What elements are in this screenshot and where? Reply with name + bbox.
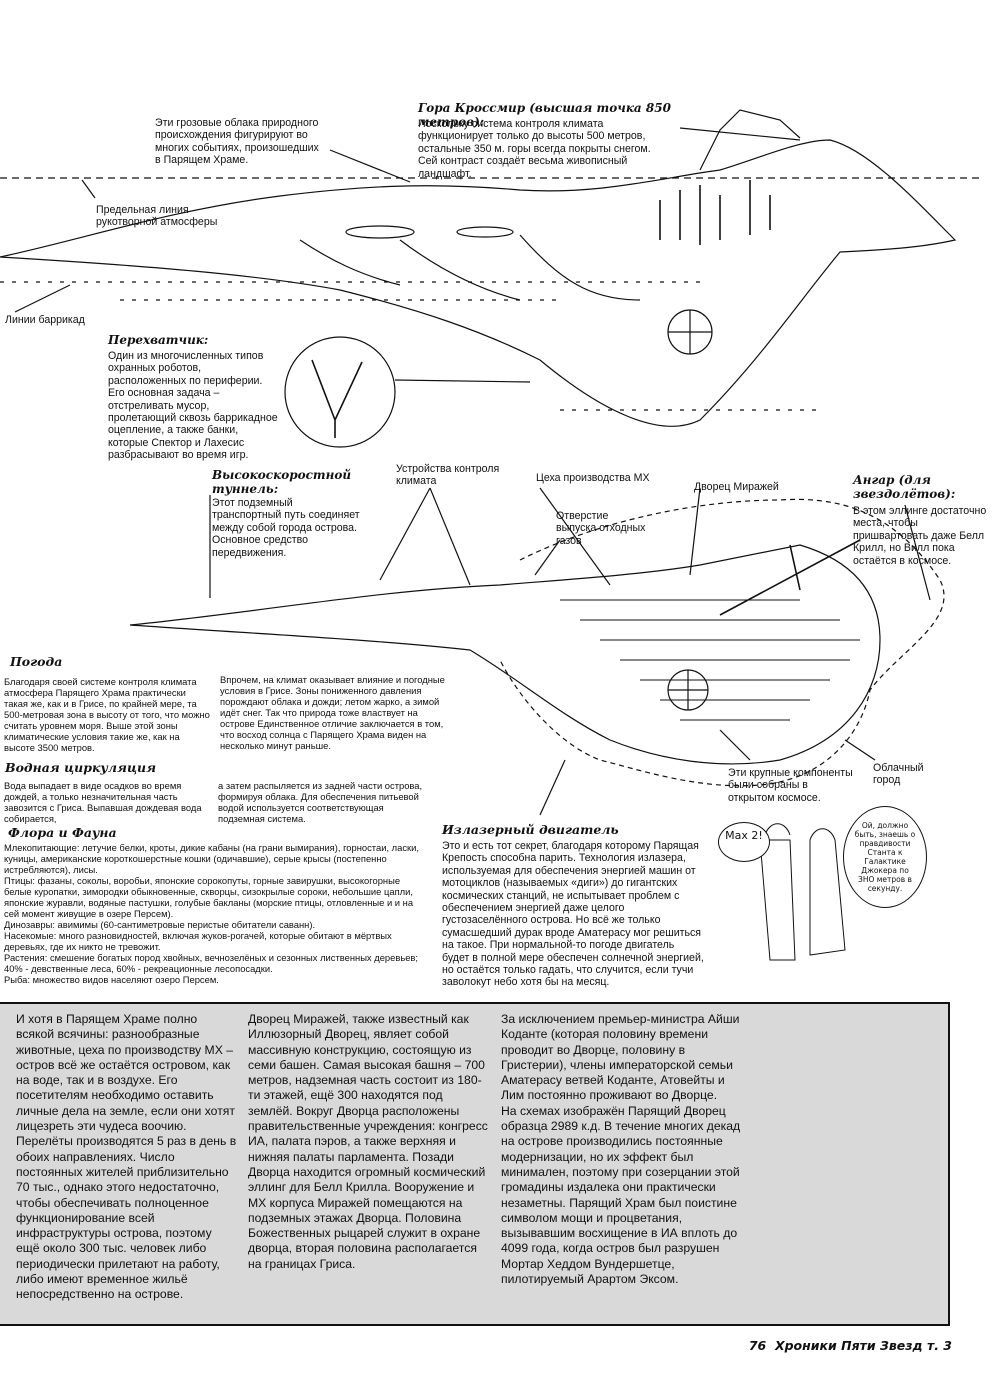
hangar-note: В этом эллинге достаточно места, чтобы п… [853,505,987,567]
cloud-city-note: Облачный город [873,762,924,787]
weather-text-1: Благодаря своей системе контроля климата… [4,676,210,753]
flora-line-plants: Растения: смешение богатых пород хвойных… [4,952,419,974]
mountain-heading: Гора Кроссмир (высшая точка 850 метров): [418,101,671,129]
exhaust-note: Отверстие выпуска отходных газов [556,510,646,547]
engine-heading: Излазерный двигатель [442,822,619,837]
page-number: 76 [748,1338,767,1353]
mountain-note: Поскольку система контроля климата функц… [418,118,651,180]
flora-line-birds: Птицы: фазаны, соколы, воробьи, японские… [4,875,414,919]
water-text-1: Вода выпадает в виде осадков во время до… [4,780,202,824]
info-box-column-3-para-1: За исключением премьер-министра Айши Код… [501,1012,740,1103]
flora-line-dinosaurs: Динозавры: авимимы (60-сантиметровые пер… [4,919,316,930]
tunnel-heading: Высокоскоростной туннель: [212,468,352,496]
interceptor-drawing [284,336,396,448]
barricade-note: Линии баррикад [5,314,85,326]
info-box-column-3: За исключением премьер-министра Айши Код… [501,1012,749,1287]
atmosphere-line-note: Предельная линия рукотворной атмосферы [96,204,218,229]
info-box [0,1002,950,1326]
mh-factories-note: Цеха производства МХ [536,472,650,484]
flora-line-insects: Насекомые: много разновидностей, включая… [4,930,392,952]
tunnel-note: Этот подземный транспортный путь соединя… [212,497,360,559]
clouds-note: Эти грозовые облака природного происхожд… [155,117,319,167]
upper-island [0,139,957,427]
mirage-palace-note: Дворец Миражей [694,481,779,493]
page-footer: 76 Хроники Пяти Звезд т. 3 [749,1338,952,1353]
info-box-column-2: Дворец Миражей, также известный как Иллю… [248,1012,488,1271]
flora-line-mammals: Млекопитающие: летучие белки, кроты, дик… [4,842,419,875]
flora-list: Млекопитающие: летучие белки, кроты, дик… [4,842,424,985]
water-text-2: а затем распыляется из задней части остр… [218,780,423,824]
info-box-column-3-para-2: На схемах изображён Парящий Дворец образ… [501,1103,741,1287]
comic-bubble-mach: Мах 2! [718,822,770,862]
flora-heading: Флора и Фауна [8,825,117,840]
info-box-column-1: И хотя в Парящем Храме полно всякой всяч… [16,1012,237,1302]
comic-bubble-speech: Ой, должно быть, знаешь о правдивости Ст… [843,806,927,908]
lower-island [129,544,881,765]
water-heading: Водная циркуляция [5,760,157,775]
book-title: Хроники Пяти Звезд т. 3 [774,1338,952,1353]
hangar-heading: Ангар (для звездолётов): [853,473,956,501]
flora-line-fish: Рыба: множество видов населяют озеро Пер… [4,974,219,985]
space-components-note: Эти крупные компоненты были собраны в от… [728,767,853,804]
weather-heading: Погода [10,654,63,669]
engine-text: Это и есть тот секрет, благодаря котором… [442,840,704,989]
weather-text-2: Впрочем, на климат оказывает влияние и п… [220,674,445,751]
interceptor-heading: Перехватчик: [108,333,209,347]
interceptor-note: Один из многочисленных типов охранных ро… [108,350,278,462]
climate-devices-note: Устройства контроля климата [396,463,500,488]
